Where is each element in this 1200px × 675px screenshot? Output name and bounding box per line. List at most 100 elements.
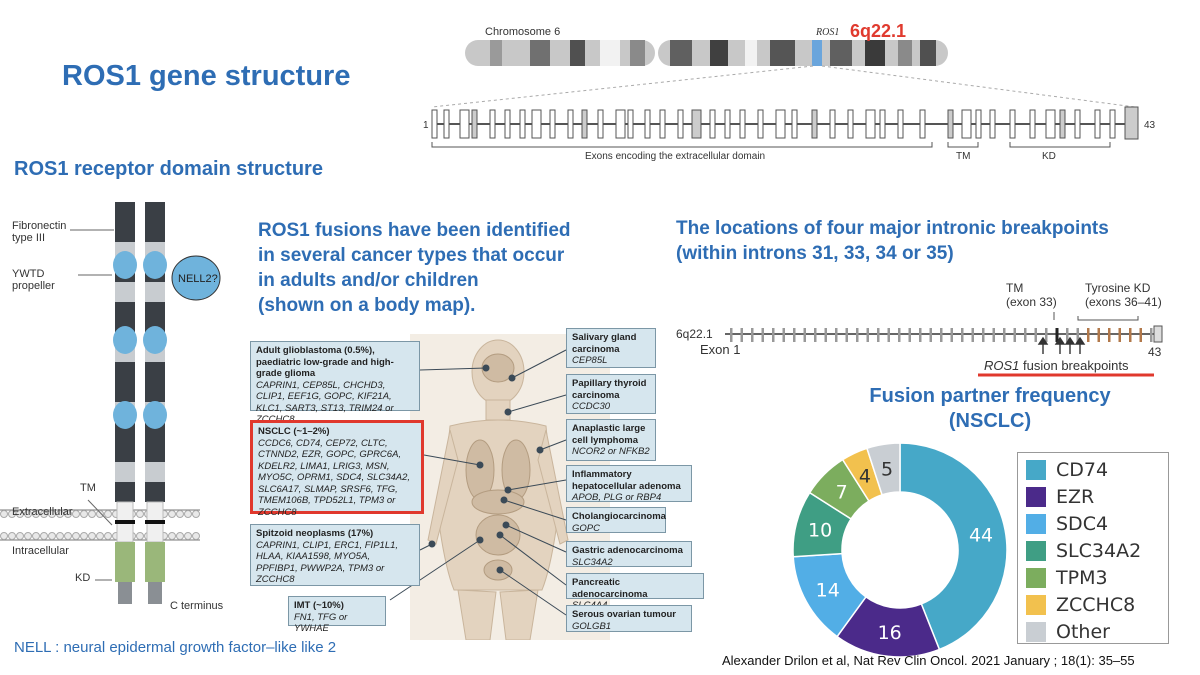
- ywtd-label: YWTD propeller: [12, 268, 55, 292]
- nsclc-genes: CCDC6, CD74, CEP72, CLTC, CTNND2, EZR, G…: [258, 437, 411, 518]
- fusions-heading-line-3: in adults and/or children: [258, 270, 479, 291]
- kinase-domain: [115, 542, 135, 582]
- imt-box: IMT (~10%) FN1, TFG or YWHAE: [288, 596, 386, 634]
- glioma-box: Adult glioblastoma (0.5%), paediatric lo…: [250, 341, 420, 425]
- fusions-heading-line-1: ROS1 fusions have been identified: [258, 220, 571, 241]
- exon-box: [597, 109, 604, 139]
- exon-box: [489, 109, 496, 139]
- tm-label: TM: [80, 482, 96, 494]
- intracellular-label: Intracellular: [12, 545, 69, 557]
- breakpoints-heading-line-2: (within introns 31, 33, 34 or 35): [676, 243, 954, 264]
- exon-box: [431, 109, 438, 139]
- donut-value-label: 16: [878, 622, 902, 644]
- receptor-heading: ROS1 receptor domain structure: [14, 158, 323, 180]
- receptor-diagram: NELL2?: [0, 202, 221, 604]
- exon-mark: [1013, 328, 1016, 342]
- spitzoid-box: Spitzoid neoplasms (17%) CAPRIN1, CLIP1,…: [250, 524, 420, 586]
- gastric-genes: SLC34A2: [572, 556, 613, 568]
- legend-label: TPM3: [1056, 566, 1108, 589]
- donut-slice-other: [865, 442, 901, 496]
- locus-label: 6q22.1: [850, 21, 906, 41]
- exon-mark: [929, 328, 932, 342]
- fibronectin-domain: [145, 482, 165, 502]
- glioma-genes: CAPRIN1, CEP85L, CHCHD3, CLIP1, EEF1G, G…: [256, 379, 394, 426]
- exon-box: [961, 109, 972, 139]
- breakpoints-heading: The locations of four major intronic bre…: [676, 216, 1109, 266]
- bp-kd-exons: (exons 36–41): [1085, 295, 1162, 309]
- legend-swatch: [1026, 459, 1046, 480]
- breakpoints-heading-line-1: The locations of four major intronic bre…: [676, 218, 1109, 239]
- bp-tm-label: TM: [1006, 281, 1023, 295]
- exon-mark: [835, 328, 838, 342]
- bp-exon-end: 43: [1148, 345, 1162, 359]
- fusions-heading-line-4: (shown on a body map).: [258, 295, 476, 316]
- donut-slice-cd74: [899, 442, 1008, 651]
- exon-mark: [730, 328, 733, 342]
- hepatocellular-box: Inflammatory hepatocellular adenoma APOB…: [566, 465, 692, 503]
- legend-item: ZCCHC8: [1026, 591, 1160, 618]
- exon-mark: [1129, 328, 1132, 342]
- exon-box: [829, 109, 836, 139]
- exon-box: [549, 109, 556, 139]
- legend-item: TPM3: [1026, 564, 1160, 591]
- salivary-header: Salivary gland carcinoma: [572, 332, 637, 355]
- bp-exon1: Exon 1: [700, 342, 740, 357]
- exon-box: [691, 109, 702, 139]
- exon-box: [1045, 109, 1056, 139]
- c-terminus-label: C terminus: [170, 600, 224, 612]
- legend-item: EZR: [1026, 483, 1160, 510]
- exon-mark: [961, 328, 964, 342]
- exon-mark: [1097, 328, 1100, 342]
- exon-mark: [740, 328, 743, 342]
- spitzoid-genes: CAPRIN1, CLIP1, ERC1, FIP1L1, HLAA, KIAA…: [256, 539, 399, 586]
- exon-box: [677, 109, 684, 139]
- exon-box: [1059, 109, 1066, 139]
- bp-locus: 6q22.1: [676, 327, 713, 341]
- bp-kd-label: Tyrosine KD: [1085, 281, 1151, 295]
- exon-mark: [782, 328, 785, 342]
- fibronectin-domain: [115, 382, 135, 402]
- exon-box: [739, 109, 746, 139]
- exon-box: [757, 109, 764, 139]
- fibronectin-domain: [115, 302, 135, 322]
- exon-box: [519, 109, 526, 139]
- donut-value-label: 14: [816, 580, 840, 602]
- ovarian-header: Serous ovarian tumour: [572, 609, 676, 620]
- exon-mark: [1034, 328, 1037, 342]
- nell2-label: NELL2?: [178, 273, 218, 285]
- gene-tm-label: TM: [956, 151, 970, 162]
- exon-mark: [898, 328, 901, 342]
- donut-value-label: 5: [881, 459, 893, 481]
- exon-mark: [1076, 328, 1079, 342]
- legend-item: SDC4: [1026, 510, 1160, 537]
- fibronectin-domain: [115, 202, 135, 222]
- ovarian-box: Serous ovarian tumour GOLGB1: [566, 605, 692, 632]
- exon-box: [471, 109, 478, 139]
- exon-box: [504, 109, 511, 139]
- exon-mark: [877, 328, 880, 342]
- glioma-header: Adult glioblastoma (0.5%), paediatric lo…: [256, 345, 394, 379]
- exon-mark: [1087, 328, 1090, 342]
- cholangio-genes: GOPC: [572, 522, 600, 534]
- exon-box: [847, 109, 854, 139]
- legend-label: CD74: [1056, 458, 1109, 481]
- gene-exons: [431, 109, 1116, 139]
- nell-note: NELL : neural epidermal growth factor–li…: [14, 639, 337, 656]
- fibronectin-domain: [145, 222, 165, 242]
- exon-mark: [824, 328, 827, 342]
- exon-box: [879, 109, 886, 139]
- chromosome-6-ideogram: [465, 40, 948, 66]
- lymphoma-header: Anaplastic large cell lymphoma: [572, 423, 646, 446]
- exon-box: [1094, 109, 1101, 139]
- kinase-domain: [145, 542, 165, 582]
- fibronectin-domain: [115, 362, 135, 382]
- fibronectin-label: Fibronectin type III: [12, 220, 67, 244]
- c-terminus: [148, 582, 162, 604]
- imt-header: IMT (~10%): [294, 600, 344, 611]
- exon-box: [615, 109, 626, 139]
- fibronectin-domain: [115, 282, 135, 302]
- lymphoma-box: Anaplastic large cell lymphoma NCOR2 or …: [566, 419, 656, 461]
- salivary-box: Salivary gland carcinoma CEP85L: [566, 328, 656, 368]
- exon-box: [947, 109, 954, 139]
